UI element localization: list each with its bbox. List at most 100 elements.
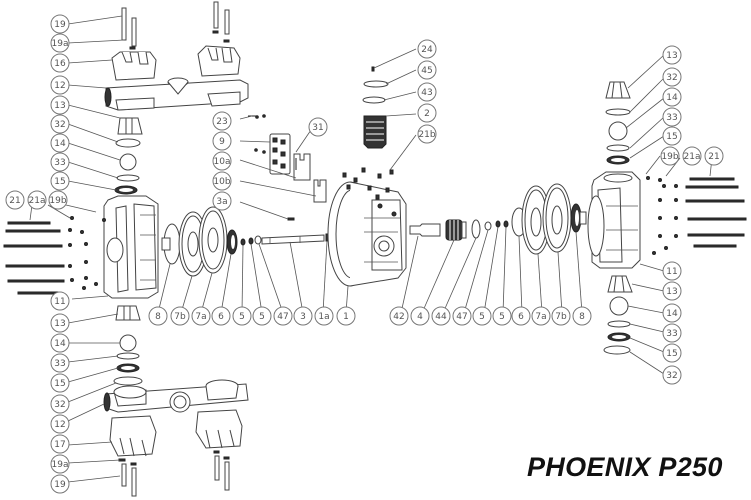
spool-sleeve-4 xyxy=(445,219,467,241)
svg-text:14: 14 xyxy=(54,139,66,149)
screw-24 xyxy=(371,66,375,72)
callout-45: 45 xyxy=(417,60,437,80)
callout-19b-left: 19b xyxy=(48,190,68,210)
callout-14-top-right: 14 xyxy=(662,87,682,107)
callout-13-bottom-left: 13 xyxy=(50,313,70,333)
svg-text:19b: 19b xyxy=(661,152,678,162)
callout-7a-right: 7a xyxy=(531,306,551,326)
svg-text:32: 32 xyxy=(54,120,65,130)
callout-31: 31 xyxy=(308,117,328,137)
svg-text:14: 14 xyxy=(666,309,678,319)
svg-text:11: 11 xyxy=(54,297,65,307)
svg-text:15: 15 xyxy=(666,349,677,359)
foot-bottom xyxy=(109,409,243,457)
callout-32-bottom-right: 32 xyxy=(662,365,682,385)
svg-text:8: 8 xyxy=(579,312,585,322)
o-ring-33-top-right xyxy=(606,144,630,152)
svg-text:3: 3 xyxy=(300,312,306,322)
callout-14-top-left: 14 xyxy=(50,133,70,153)
svg-text:21b: 21b xyxy=(418,130,435,140)
svg-text:19a: 19a xyxy=(52,39,69,49)
svg-text:19: 19 xyxy=(54,20,66,30)
callout-17: 17 xyxy=(50,434,70,454)
callout-8-right: 8 xyxy=(572,306,592,326)
svg-text:12: 12 xyxy=(54,81,65,91)
callout-47-right: 47 xyxy=(452,306,472,326)
callout-3: 3 xyxy=(293,306,313,326)
callout-15-top-left: 15 xyxy=(50,171,70,191)
foot-top xyxy=(111,45,241,81)
inner-plate-6-left xyxy=(226,229,238,255)
svg-text:45: 45 xyxy=(421,66,432,76)
manifold-top xyxy=(104,77,249,111)
callout-7b-right: 7b xyxy=(551,306,571,326)
callout-12-top: 12 xyxy=(50,75,70,95)
svg-text:32: 32 xyxy=(666,371,677,381)
callout-19-top: 19 xyxy=(50,14,70,34)
svg-text:5: 5 xyxy=(239,312,245,322)
callout-5a-left: 5 xyxy=(232,306,252,326)
callout-24: 24 xyxy=(417,39,437,59)
svg-text:21a: 21a xyxy=(684,152,701,162)
callout-16: 16 xyxy=(50,53,70,73)
callout-13-top-left: 13 xyxy=(50,95,70,115)
bolts-bottom xyxy=(118,450,230,497)
svg-text:24: 24 xyxy=(421,45,433,55)
callout-11-right: 11 xyxy=(662,261,682,281)
svg-text:2: 2 xyxy=(424,109,430,119)
svg-text:6: 6 xyxy=(218,312,224,322)
diagram-title: PHOENIX P250 xyxy=(527,452,723,482)
callout-2: 2 xyxy=(417,103,437,123)
bushing-42 xyxy=(409,223,441,237)
shaft-3 xyxy=(261,234,325,245)
washer-5b-left xyxy=(248,237,254,245)
diaphragm-7b-right xyxy=(542,183,572,253)
callout-5b-left: 5 xyxy=(252,306,272,326)
svg-text:5: 5 xyxy=(259,312,265,322)
callout-9: 9 xyxy=(212,131,232,151)
ball-14-bottom-right xyxy=(609,296,629,316)
callout-5b-right: 5 xyxy=(492,306,512,326)
svg-text:23: 23 xyxy=(216,117,227,127)
callout-4: 4 xyxy=(410,306,430,326)
ball-cage-top-right xyxy=(605,81,631,99)
o-ring-32-bottom-left xyxy=(113,376,143,386)
callout-32-bottom-left: 32 xyxy=(50,394,70,414)
svg-text:15: 15 xyxy=(54,379,65,389)
callout-6-left: 6 xyxy=(211,306,231,326)
ball-14-top-left xyxy=(119,153,137,171)
outer-plate-8-right xyxy=(570,203,587,233)
svg-text:44: 44 xyxy=(435,312,447,322)
bolts-top-left xyxy=(121,1,230,50)
callout-19b-right: 19b xyxy=(660,146,680,166)
svg-text:16: 16 xyxy=(54,59,66,69)
callout-13-bottom-right: 13 xyxy=(662,281,682,301)
o-ring-32-top-right xyxy=(605,108,631,116)
callout-21a-left: 21a xyxy=(27,190,47,210)
callout-11-left: 11 xyxy=(50,291,70,311)
washer-5a-left xyxy=(240,238,246,246)
svg-text:13: 13 xyxy=(666,287,677,297)
svg-text:3a: 3a xyxy=(216,197,227,207)
valve-plate-9 xyxy=(254,133,291,175)
svg-text:33: 33 xyxy=(54,158,65,168)
outer-plate-8-left xyxy=(161,223,181,265)
diaphragm-7a-left xyxy=(198,206,228,274)
svg-text:21a: 21a xyxy=(29,196,46,206)
svg-text:33: 33 xyxy=(54,359,65,369)
callout-21-right: 21 xyxy=(704,146,724,166)
svg-text:1: 1 xyxy=(343,312,349,322)
callout-19a-top: 19a xyxy=(50,33,70,53)
callout-21a-right: 21a xyxy=(682,146,702,166)
svg-text:4: 4 xyxy=(417,312,423,322)
ring-47-left xyxy=(254,235,262,245)
callout-15-bottom-left: 15 xyxy=(50,373,70,393)
callout-7b-left: 7b xyxy=(170,306,190,326)
slider-10b xyxy=(313,179,327,203)
svg-text:33: 33 xyxy=(666,329,677,339)
svg-text:31: 31 xyxy=(312,123,323,133)
o-ring-43 xyxy=(362,96,386,104)
svg-text:7b: 7b xyxy=(174,312,186,322)
leader-lines xyxy=(29,15,713,483)
